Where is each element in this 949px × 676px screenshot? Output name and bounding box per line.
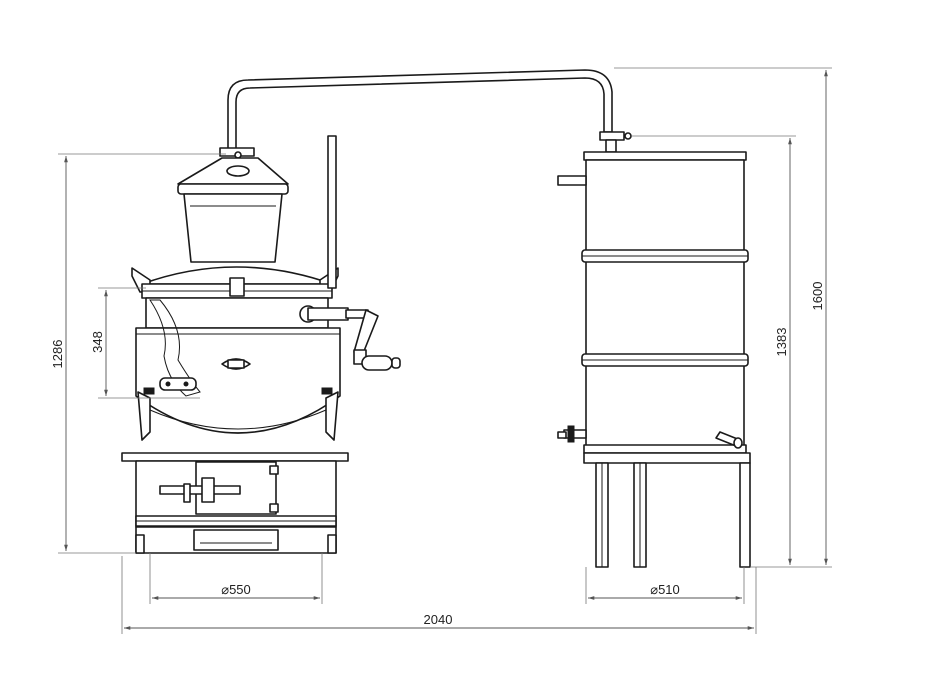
dim-tank-diameter: ⌀510	[650, 582, 680, 597]
condenser-tank	[557, 131, 751, 568]
upright-rod	[327, 135, 337, 289]
dimension-lines: 1286 348 ⌀550 ⌀510 2040 1383	[50, 67, 832, 634]
dome-column	[183, 193, 283, 263]
dim-tank-height: 1383	[774, 328, 789, 357]
center-clamp	[229, 277, 245, 297]
door-latch	[159, 485, 241, 495]
tank-body	[585, 159, 745, 448]
dome-sight-glass	[226, 165, 250, 177]
bowl-clamp-left	[137, 391, 151, 441]
diameter-symbol: ⌀	[221, 582, 229, 597]
boiler-lid	[141, 266, 333, 285]
bowl-clamp-right	[325, 391, 339, 441]
dim-overall-width: 2040	[424, 612, 453, 627]
dim-overall-height: 1600	[810, 282, 825, 311]
vapor-pipe	[227, 69, 613, 153]
dim-total-height-left: 1286	[50, 340, 65, 369]
stirrer-crank	[299, 305, 401, 371]
stirrer-blade	[159, 377, 197, 391]
diameter-symbol: ⌀	[650, 582, 658, 597]
dim-boiler-height: 348	[90, 331, 105, 353]
distillate-outlet-tap	[557, 425, 587, 443]
coolant-inlet-pipe	[557, 175, 587, 186]
dim-boiler-diameter: ⌀550	[221, 582, 251, 597]
tank-diameter-value: 510	[658, 582, 680, 597]
alembic-still	[121, 135, 401, 554]
tank-lid-rim	[583, 151, 747, 161]
stove-top-plate	[121, 452, 349, 462]
tank-inlet-fitting	[599, 131, 625, 141]
ash-drawer	[193, 529, 279, 551]
tank-stand	[583, 452, 751, 568]
boiler-diameter-value: 550	[229, 582, 251, 597]
tank-bottom-rim	[583, 444, 747, 454]
